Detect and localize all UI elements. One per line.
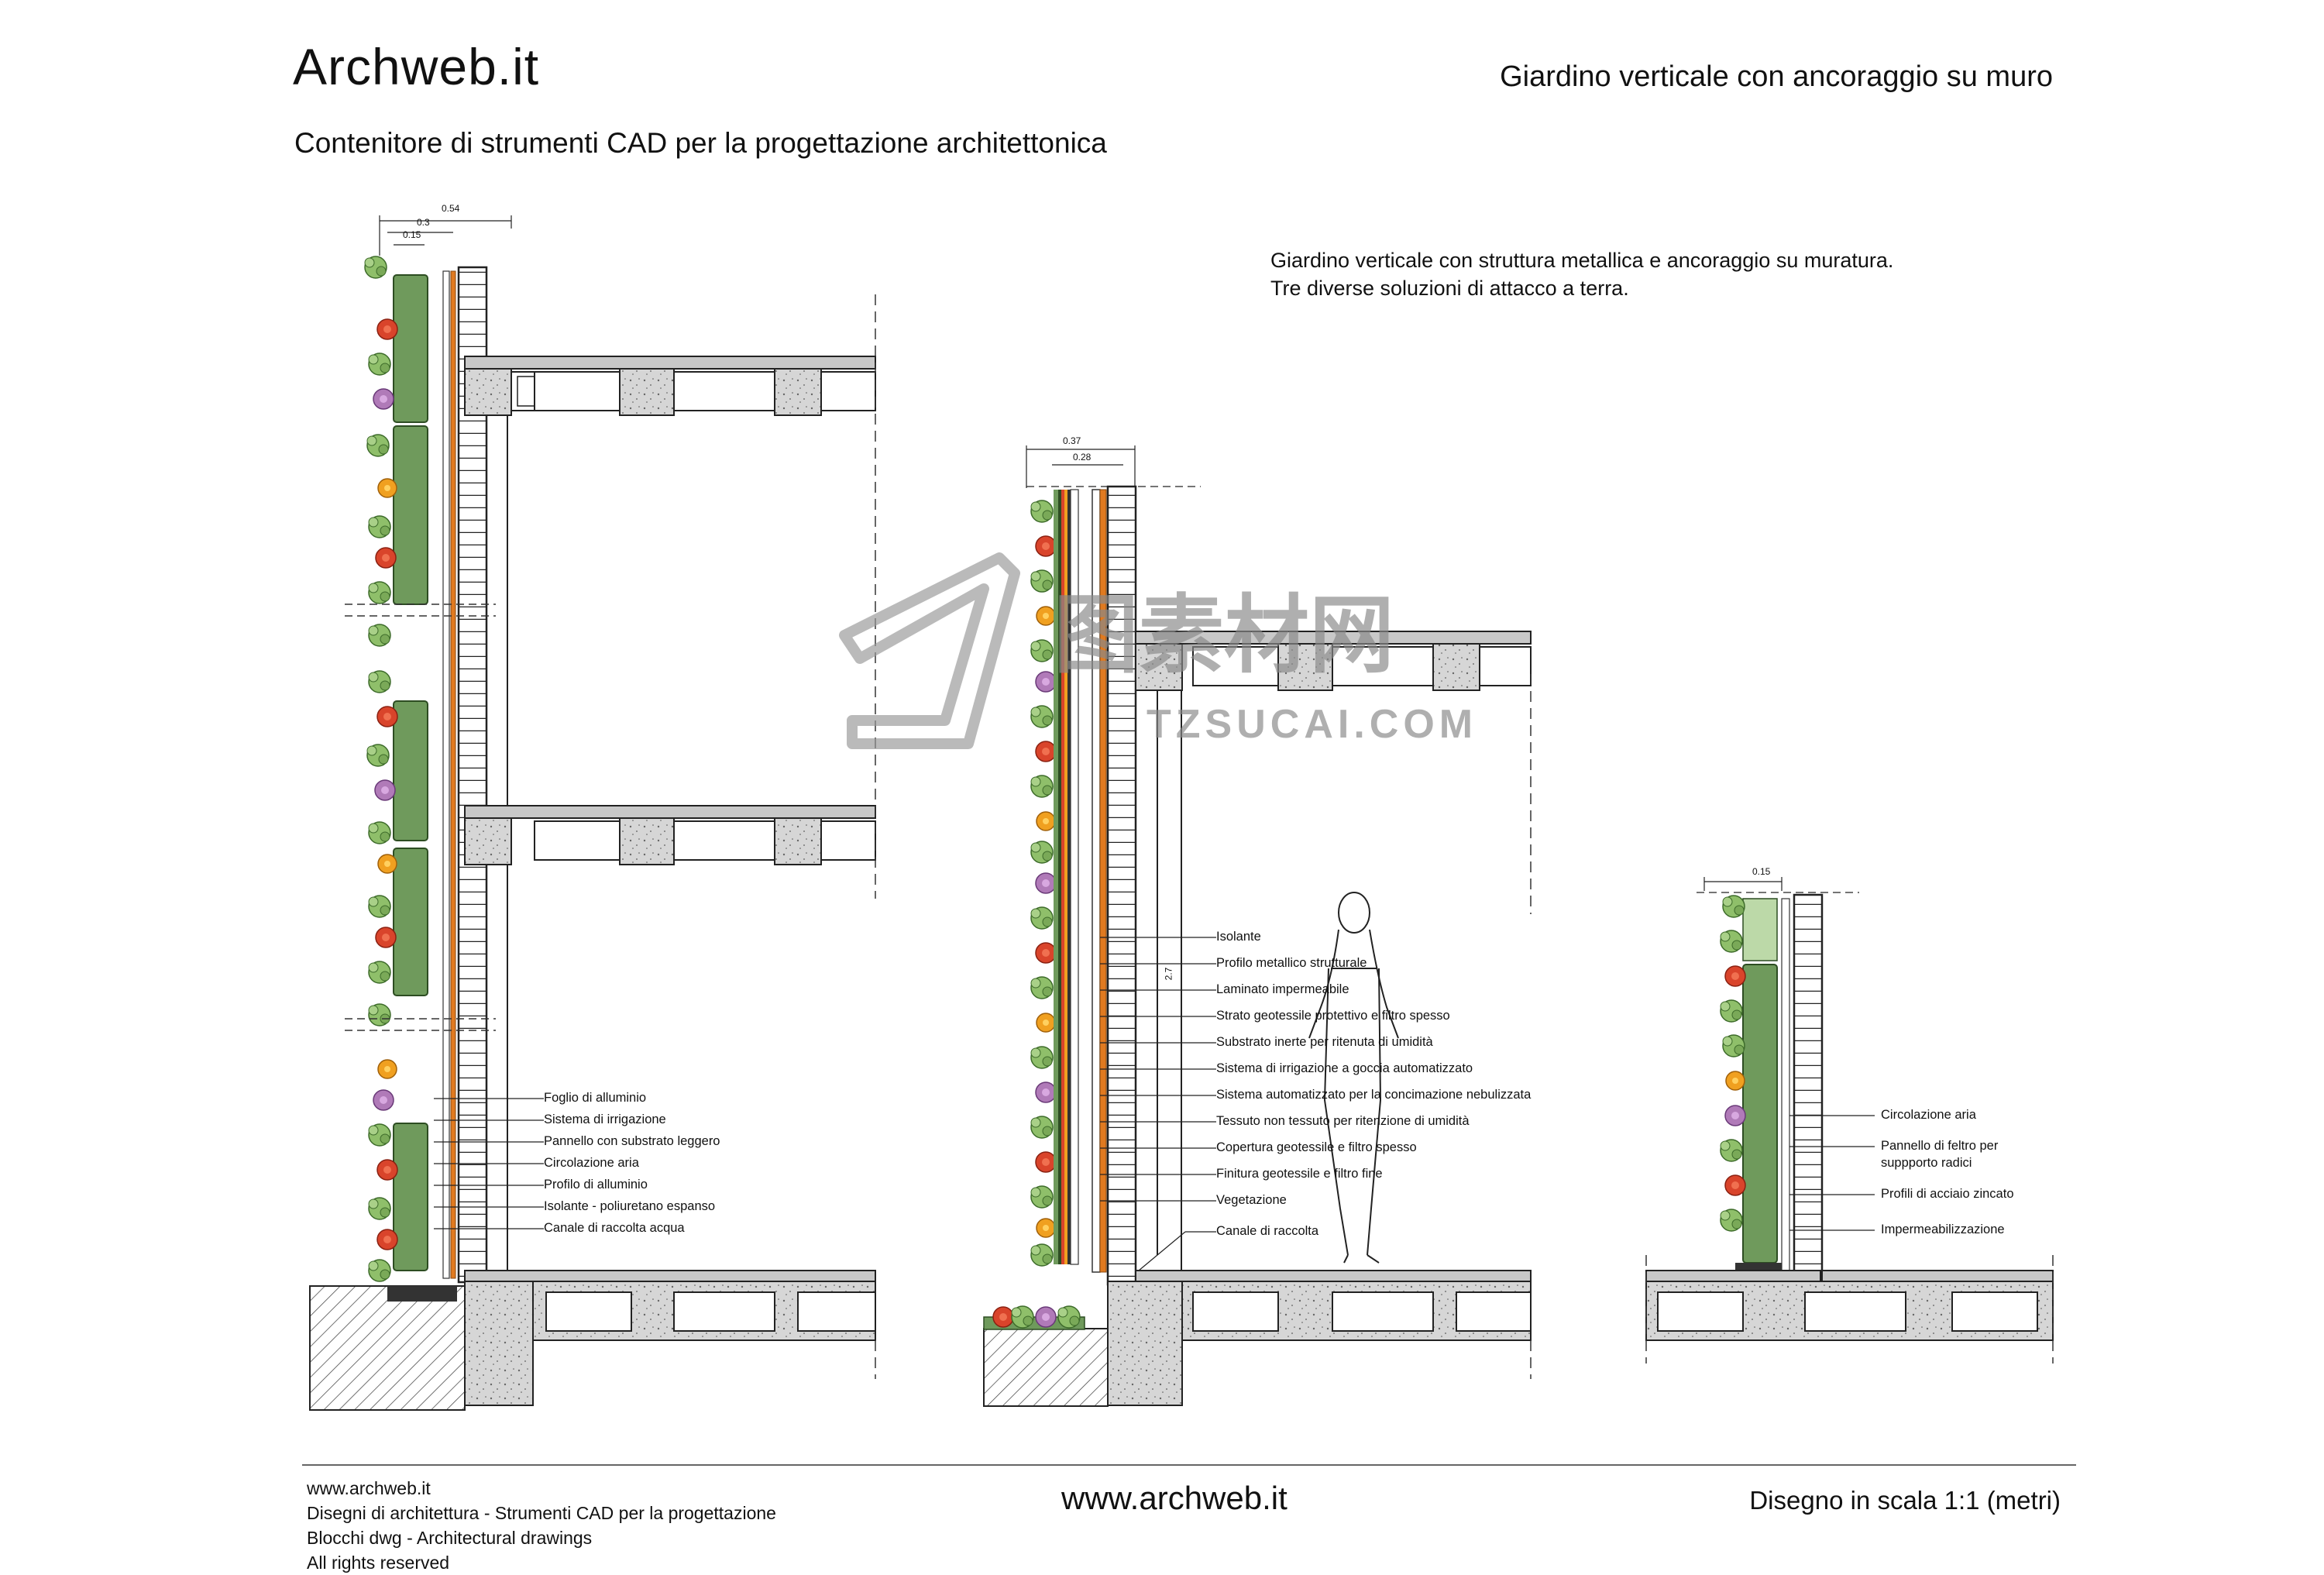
- footer-scale-note: Disegno in scala 1:1 (metri): [1749, 1486, 2061, 1515]
- s2-label-canale: Canale di raccolta: [1216, 1224, 1319, 1238]
- s2-label-tessuto: Tessuto non tessuto per ritenzione di um…: [1216, 1114, 1470, 1128]
- footer-left-line-2: Disegni di architettura - Strumenti CAD …: [307, 1503, 776, 1523]
- description-line-2: Tre diverse soluzioni di attacco a terra…: [1270, 277, 1629, 300]
- s2-label-concimazione: Sistema automatizzato per la concimazion…: [1216, 1088, 1532, 1102]
- description-line-1: Giardino verticale con struttura metalli…: [1270, 249, 1894, 272]
- section-2: [983, 445, 1532, 1407]
- s2-label-copertura: Copertura geotessile e filtro spesso: [1216, 1140, 1417, 1154]
- s3-label-profili-acciaio: Profili di acciaio zincato: [1881, 1187, 2014, 1201]
- s1-label-pannello: Pannello con substrato leggero: [544, 1134, 720, 1148]
- s3-label-circolazione: Circolazione aria: [1881, 1108, 1976, 1122]
- s3-dim-0: 0.15: [1752, 866, 1771, 877]
- s3-label-impermeabilizzazione: Impermeabilizzazione: [1881, 1223, 2005, 1236]
- s1-dim-0: 0.54: [442, 203, 460, 214]
- s1-label-canale: Canale di raccolta acqua: [544, 1221, 685, 1235]
- s3-label-pannello-feltro: Pannello di feltro per: [1881, 1139, 1999, 1153]
- s2-label-finitura: Finitura geotessile e filtro fine: [1216, 1167, 1383, 1181]
- s2-label-profilo: Profilo metallico strutturale: [1216, 956, 1367, 970]
- s2-label-vegetazione: Vegetazione: [1216, 1193, 1287, 1207]
- s1-label-foglio-alluminio: Foglio di alluminio: [544, 1091, 647, 1105]
- s2-label-geotessile-protettivo: Strato geotessile protettivo e filtro sp…: [1216, 1009, 1450, 1023]
- s1-label-circolazione: Circolazione aria: [544, 1156, 639, 1170]
- watermark-logo-icon: [839, 552, 1020, 749]
- footer-left-line-1: www.archweb.it: [307, 1478, 431, 1498]
- drawing-description: Giardino verticale con struttura metalli…: [1270, 246, 1968, 302]
- watermark: 图素材网 TZSUCAI.COM: [821, 542, 1596, 790]
- section-1: [309, 215, 876, 1411]
- drawing-title: Giardino verticale con ancoraggio su mur…: [1500, 60, 2053, 93]
- s1-dim-2: 0.15: [403, 229, 421, 240]
- watermark-cn: 图素材网: [1054, 588, 1394, 683]
- footer-left-block: www.archweb.it Disegni di architettura -…: [307, 1476, 1004, 1575]
- s2-label-irrigazione: Sistema di irrigazione a goccia automati…: [1216, 1061, 1473, 1075]
- drawing-subtitle: Contenitore di strumenti CAD per la prog…: [294, 127, 1107, 159]
- s1-label-irrigazione: Sistema di irrigazione: [544, 1112, 666, 1126]
- s2-dim-1: 0.28: [1073, 452, 1092, 463]
- section-3: [1645, 877, 2054, 1364]
- s1-label-profilo: Profilo di alluminio: [544, 1178, 648, 1192]
- s1-label-isolante: Isolante - poliuretano espanso: [544, 1199, 716, 1213]
- s2-height-dim: 2.7: [1163, 967, 1174, 981]
- watermark-en: TZSUCAI.COM: [1147, 702, 1478, 747]
- footer-left-line-3: Blocchi dwg - Architectural drawings: [307, 1528, 593, 1548]
- s2-label-laminato: Laminato impermeabile: [1216, 982, 1349, 996]
- footer-website-link[interactable]: www.archweb.it: [1061, 1480, 1287, 1516]
- s2-label-isolante: Isolante: [1216, 930, 1261, 944]
- s3-label-supporto-radici: suppporto radici: [1881, 1156, 1972, 1170]
- footer-left-line-4: All rights reserved: [307, 1553, 450, 1573]
- s1-dim-1: 0.3: [417, 217, 430, 228]
- s2-dim-0: 0.37: [1063, 435, 1081, 446]
- archweb-logo: Archweb.it: [293, 38, 540, 95]
- s2-label-substrato: Substrato inerte per ritenuta di umidità: [1216, 1035, 1433, 1049]
- footer-divider: [302, 1464, 2076, 1466]
